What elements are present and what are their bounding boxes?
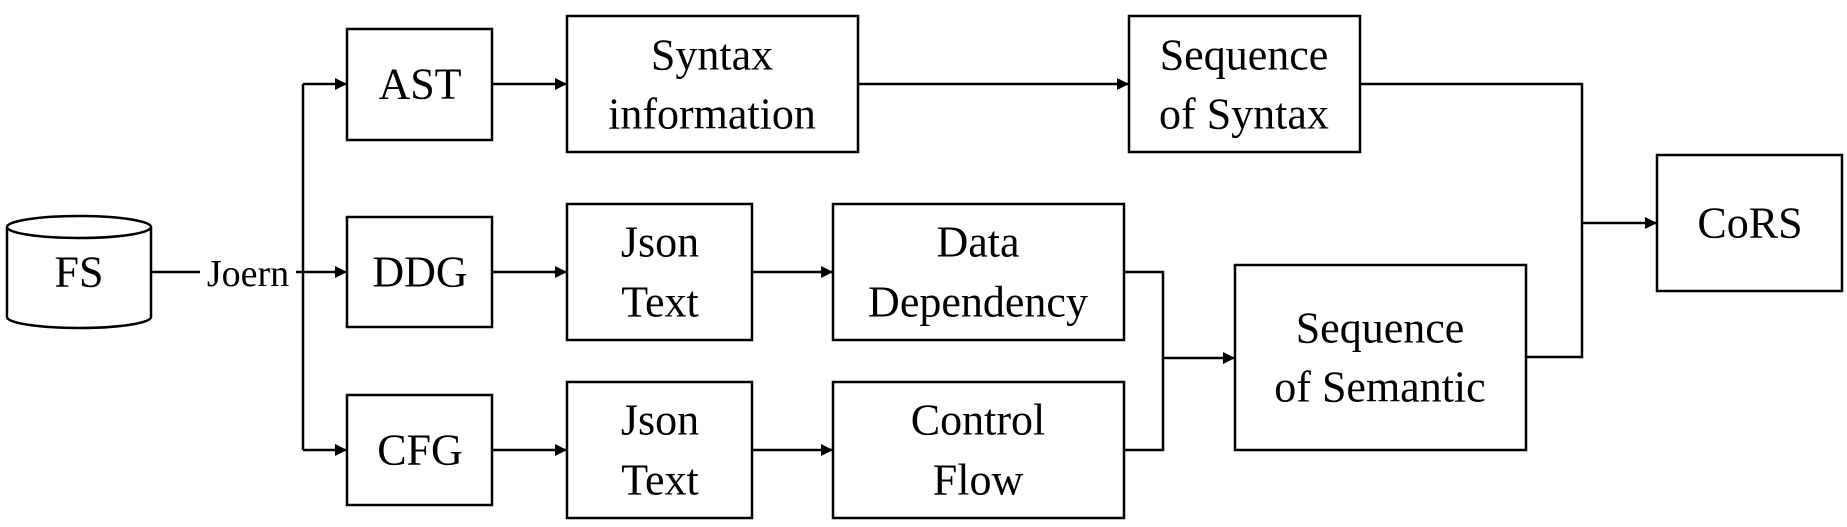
node-sequence-of-semantic-line1: Sequence <box>1296 304 1465 353</box>
edge-datadep-merge <box>1124 270 1165 452</box>
node-syntax-information-line2: information <box>608 90 816 139</box>
node-json-text-cfg-line1: Json <box>621 396 699 445</box>
node-control-flow: Control Flow <box>831 380 1126 520</box>
node-data-dependency-line1: Data <box>936 218 1019 267</box>
node-sequence-of-syntax: Sequence of Syntax <box>1127 14 1362 154</box>
node-control-flow-line2: Flow <box>933 456 1024 505</box>
node-sequence-of-syntax-line2: of Syntax <box>1159 90 1329 139</box>
node-sequence-of-semantic-line2: of Semantic <box>1274 363 1485 412</box>
node-sequence-of-semantic: Sequence of Semantic <box>1233 263 1528 452</box>
node-cfg-label: CFG <box>377 426 463 475</box>
node-cors-label: CoRS <box>1697 199 1802 248</box>
node-ast: AST <box>345 27 494 142</box>
node-json-text-cfg-line2: Text <box>621 456 699 505</box>
node-json-text-cfg: Json Text <box>565 380 754 520</box>
edge-label-joern: Joern <box>207 253 289 295</box>
node-syntax-information-line1: Syntax <box>651 31 773 80</box>
node-ddg-label: DDG <box>372 248 467 297</box>
node-json-text-ddg-line2: Text <box>621 278 699 327</box>
node-data-dependency-line2: Dependency <box>868 278 1088 327</box>
node-syntax-information: Syntax information <box>565 14 860 154</box>
node-fs: FS <box>5 214 153 330</box>
node-ast-label: AST <box>378 60 461 109</box>
node-cfg: CFG <box>345 393 494 507</box>
node-sequence-of-syntax-line1: Sequence <box>1160 31 1329 80</box>
node-data-dependency: Data Dependency <box>831 202 1126 342</box>
edges <box>152 78 1657 456</box>
node-json-text-ddg: Json Text <box>565 202 754 342</box>
node-json-text-ddg-line1: Json <box>621 218 699 267</box>
node-ddg: DDG <box>345 215 494 329</box>
node-cors: CoRS <box>1655 153 1844 293</box>
node-control-flow-line1: Control <box>911 396 1045 445</box>
edge-seqs-merge <box>1360 82 1584 359</box>
node-fs-label: FS <box>55 248 104 297</box>
